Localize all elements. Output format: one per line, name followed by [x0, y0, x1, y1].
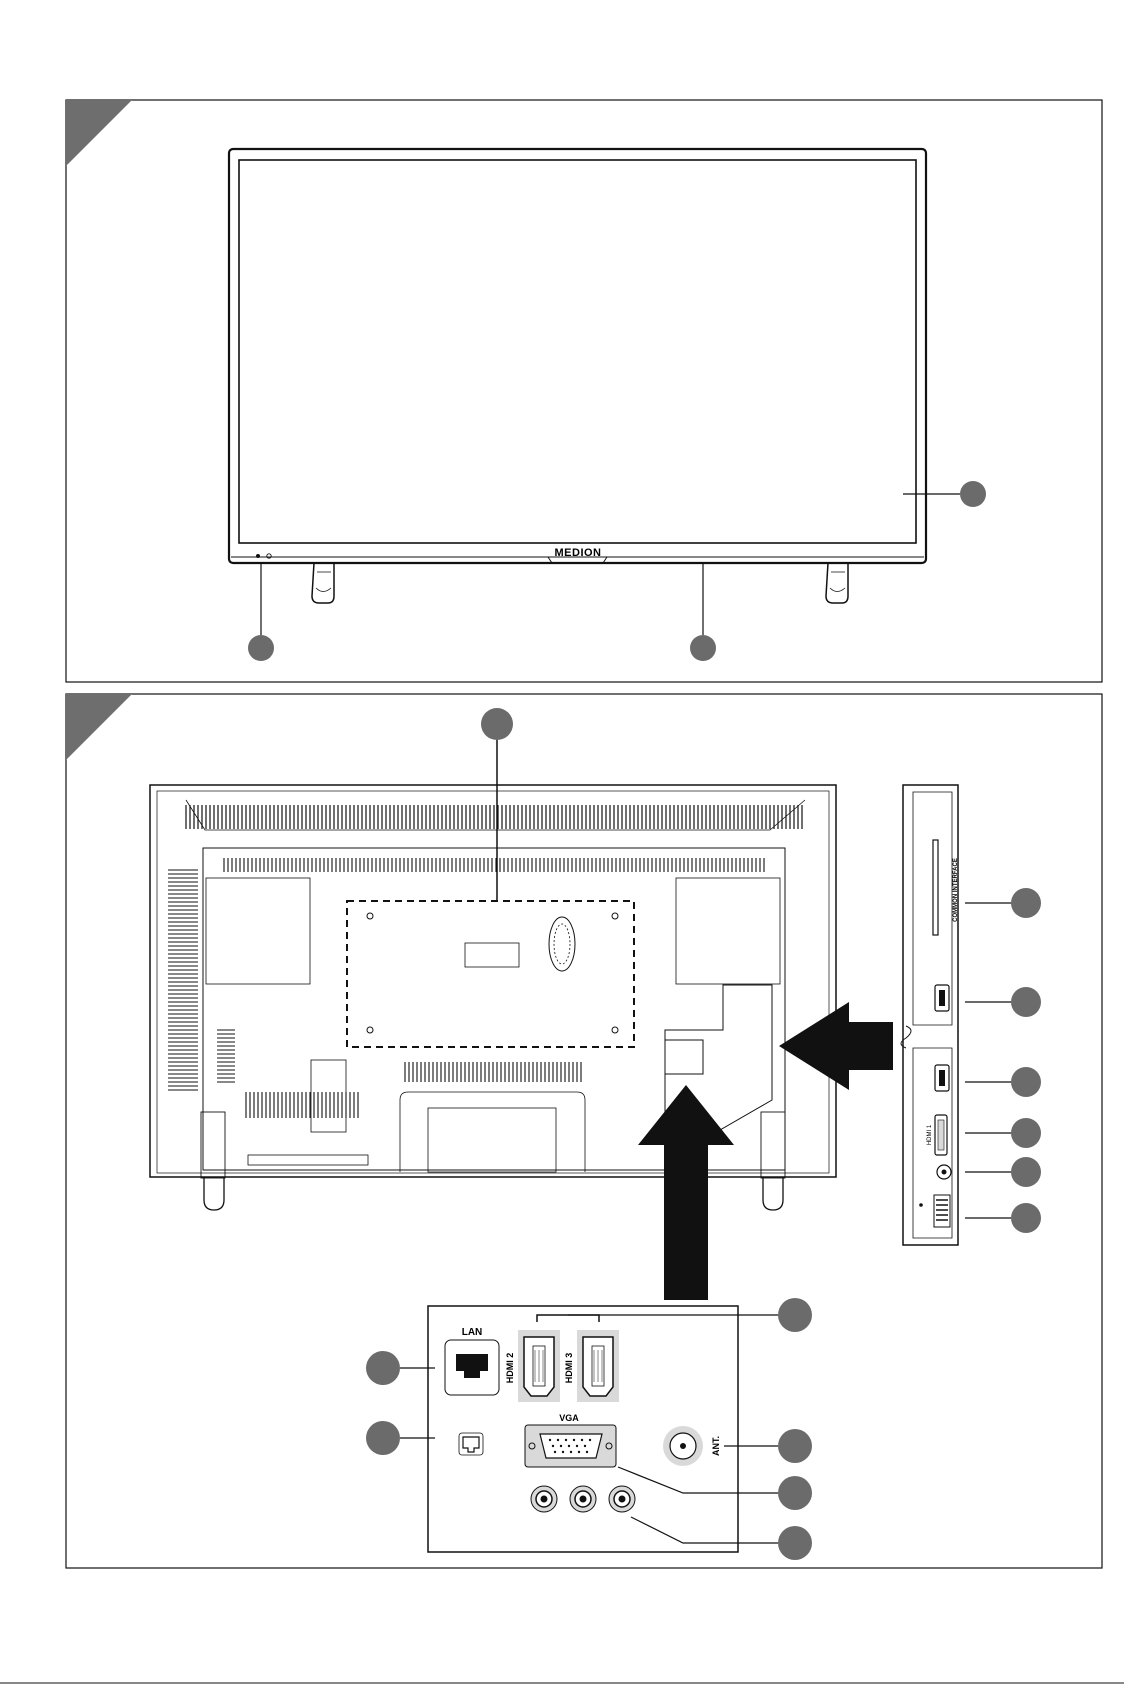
ir-sensor — [256, 554, 260, 558]
vga-label: VGA — [559, 1413, 579, 1423]
ant-label: ANT. — [711, 1436, 721, 1456]
callout-antenna — [778, 1429, 812, 1463]
callout-vga — [778, 1476, 812, 1510]
figure-2-panel: COMMON INTERFACE HDMI 1 — [66, 694, 1102, 1568]
side-connector-panel: COMMON INTERFACE HDMI 1 — [901, 785, 959, 1245]
tv-screen — [239, 160, 916, 543]
tv-back-outline — [150, 785, 836, 1177]
ci-slot-label: COMMON INTERFACE — [953, 858, 959, 922]
tv-foot-right — [826, 563, 848, 603]
hdmi1-label: HDMI 1 — [927, 1124, 933, 1145]
callout-joystick — [1011, 1203, 1041, 1233]
figure-1-corner-tab — [66, 100, 132, 166]
callout-headphone — [1011, 1157, 1041, 1187]
callout-av — [778, 1526, 812, 1560]
callout-usb-bottom — [1011, 1067, 1041, 1097]
hdmi2-label: HDMI 2 — [505, 1353, 515, 1384]
callout-sensor — [248, 635, 274, 661]
callout-service — [366, 1421, 400, 1455]
callout-hdmi23 — [778, 1298, 812, 1332]
side-callouts — [965, 888, 1041, 1233]
top-vent — [186, 805, 802, 829]
av-jacks — [531, 1486, 635, 1512]
vga-port — [540, 1434, 602, 1458]
tv-back — [150, 785, 836, 1210]
callout-screen — [960, 481, 986, 507]
callout-usb-top — [1011, 987, 1041, 1017]
figure-1-panel: MEDION — [66, 100, 1102, 682]
callout-hdmi1 — [1011, 1118, 1041, 1148]
callout-lan — [366, 1351, 400, 1385]
tv-foot-left — [312, 563, 334, 603]
figure-2-corner-tab — [66, 694, 132, 760]
rear-connector-panel: LAN HDMI 2 HDMI 3 VGA — [428, 1306, 738, 1552]
hdmi3-label: HDMI 3 — [564, 1353, 574, 1384]
lan-label: LAN — [462, 1327, 483, 1338]
brand-logo: MEDION — [555, 547, 602, 559]
callout-ci-slot — [1011, 888, 1041, 918]
callout-buttons — [690, 635, 716, 661]
callout-vesa — [481, 708, 513, 740]
tv-front: MEDION — [229, 149, 926, 603]
ci-slot — [933, 840, 938, 935]
